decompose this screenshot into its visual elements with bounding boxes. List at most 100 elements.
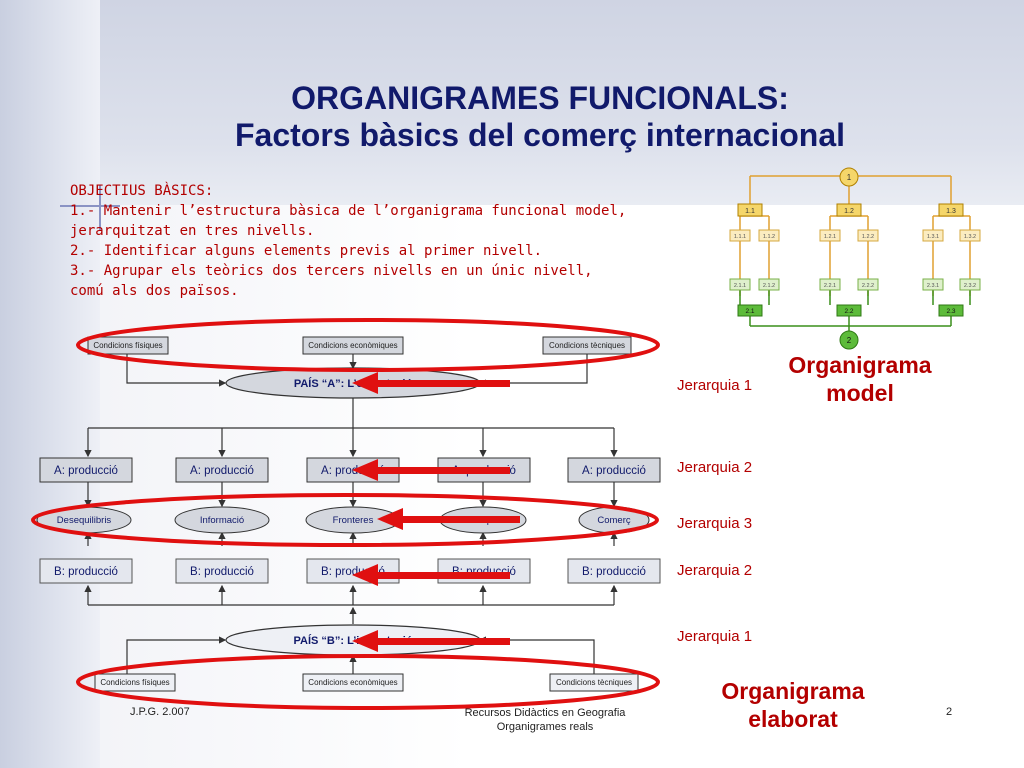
model-node-1-1 bbox=[737, 203, 763, 217]
hierarchy-label-2: Jerarquia 2 bbox=[677, 459, 753, 476]
objective-item-2: 2.- Identificar alguns elements previs a… bbox=[70, 243, 543, 259]
middle-oval-trade-label: Comerç bbox=[597, 515, 631, 526]
middle-oval-borders-label: Fronteres bbox=[333, 515, 374, 526]
a-production-label-1: A: producció bbox=[54, 465, 118, 477]
b-production-box-5 bbox=[567, 558, 661, 584]
hierarchy-label-4: Jerarquia 2 bbox=[677, 562, 753, 579]
highlight-ellipse-middle-ovals bbox=[31, 493, 659, 547]
a-production-box-5 bbox=[567, 457, 661, 483]
elaborated-chart-label-line-1: Organigrama bbox=[721, 678, 865, 704]
objectives-block: OBJECTIUS BÀSICS: 1.- Mantenir l’estruct… bbox=[70, 181, 630, 301]
footer-author: J.P.G. 2.007 bbox=[130, 706, 190, 718]
a-production-box-2 bbox=[175, 457, 269, 483]
model-organigram: 1 1.1 1.2 1.3 1.1.1 1.1.2 1.2.1 1.2.2 1.… bbox=[729, 167, 981, 350]
footer-center: Recursos Didàctics en Geografia Organigr… bbox=[440, 706, 650, 734]
red-arrow-1 bbox=[352, 372, 510, 394]
condition-box-top-technical bbox=[542, 336, 632, 355]
model-node-2-2-2 bbox=[857, 278, 879, 291]
model-node-2-2-1 bbox=[819, 278, 841, 291]
elaborated-chart-label: Organigrama elaborat bbox=[703, 677, 883, 733]
model-node-1-3-2 bbox=[959, 229, 981, 242]
footer-page-number: 2 bbox=[946, 706, 953, 718]
middle-oval-imbalances-label: Desequilibris bbox=[57, 515, 112, 526]
model-node-top-label: 1 bbox=[847, 173, 852, 182]
condition-box-bottom-technical bbox=[549, 673, 639, 692]
model-node-1-3-1 bbox=[922, 229, 944, 242]
model-node-2-2-2-label: 2.2.2 bbox=[862, 283, 874, 289]
condition-box-top-physical bbox=[87, 336, 169, 355]
model-node-top bbox=[839, 167, 859, 187]
condition-bottom-economic-label: Condicions econòmiques bbox=[308, 678, 397, 687]
middle-oval-information bbox=[174, 506, 270, 534]
red-arrows bbox=[352, 372, 520, 652]
model-chart-label: Organigrama model bbox=[770, 351, 950, 407]
decorative-cross-horizontal bbox=[60, 205, 120, 207]
b-production-label-2: B: producció bbox=[190, 566, 254, 578]
a-production-box-1 bbox=[39, 457, 133, 483]
middle-oval-information-label: Informació bbox=[200, 515, 244, 526]
slide-title: ORGANIGRAMES FUNCIONALS: Factors bàsics … bbox=[170, 80, 910, 154]
condition-top-technical-label: Condicions tècniques bbox=[549, 341, 625, 350]
b-production-box-2 bbox=[175, 558, 269, 584]
red-arrow-5 bbox=[352, 630, 510, 652]
footer-center-line-2: Organigrames reals bbox=[496, 721, 594, 733]
model-node-2-1-1-label: 2.1.1 bbox=[734, 283, 746, 289]
model-node-2-1 bbox=[737, 304, 763, 317]
hierarchy-label-1: Jerarquia 1 bbox=[677, 377, 753, 394]
a-production-label-2: A: producció bbox=[190, 465, 254, 477]
model-node-2-2 bbox=[836, 304, 862, 317]
objective-item-1: 1.- Mantenir l’estructura bàsica de l’or… bbox=[70, 203, 627, 239]
model-node-2-2-1-label: 2.2.1 bbox=[824, 283, 836, 289]
model-node-1-1-2-label: 1.1.2 bbox=[763, 234, 775, 240]
model-node-1-3 bbox=[938, 203, 964, 217]
footer-center-line-1: Recursos Didàctics en Geografia bbox=[464, 707, 626, 719]
model-node-2-1-2 bbox=[758, 278, 780, 291]
model-node-1-3-1-label: 1.3.1 bbox=[927, 234, 939, 240]
model-node-bottom bbox=[839, 330, 859, 350]
model-chart-label-line-2: model bbox=[826, 380, 894, 406]
objectives-heading: OBJECTIUS BÀSICS: bbox=[70, 183, 214, 199]
model-node-2-2-label: 2.2 bbox=[844, 308, 853, 315]
model-node-1-1-label: 1.1 bbox=[745, 208, 755, 215]
b-production-box-1 bbox=[39, 558, 133, 584]
elaborated-chart-label-line-2: elaborat bbox=[748, 706, 838, 732]
model-node-2-3-2-label: 2.3.2 bbox=[964, 283, 976, 289]
condition-box-top-economic bbox=[302, 336, 404, 355]
model-node-1-3-label: 1.3 bbox=[946, 208, 956, 215]
model-node-1-1-1-label: 1.1.1 bbox=[734, 234, 746, 240]
model-chart-label-line-1: Organigrama bbox=[788, 352, 932, 378]
red-arrow-4 bbox=[352, 564, 510, 586]
decorative-cross-vertical bbox=[99, 185, 101, 230]
model-node-2-3-2 bbox=[959, 278, 981, 291]
model-node-bottom-label: 2 bbox=[847, 336, 852, 345]
b-production-label-5: B: producció bbox=[582, 566, 646, 578]
hierarchy-label-5: Jerarquia 1 bbox=[677, 628, 753, 645]
hierarchy-label-3: Jerarquia 3 bbox=[677, 515, 753, 532]
b-production-label-1: B: producció bbox=[54, 566, 118, 578]
model-node-2-3 bbox=[938, 304, 964, 317]
model-node-1-2-1-label: 1.2.1 bbox=[824, 234, 836, 240]
highlight-ellipse-bottom-conditions bbox=[76, 654, 660, 710]
title-line-1: ORGANIGRAMES FUNCIONALS: bbox=[291, 80, 789, 116]
model-node-1-2-1 bbox=[819, 229, 841, 242]
condition-top-physical-label: Condicions físiques bbox=[93, 341, 162, 350]
elaborated-organigram: Condicions físiques Condicions econòmiqu… bbox=[31, 318, 661, 710]
highlight-ellipse-top-conditions bbox=[76, 318, 660, 372]
model-node-1-2-label: 1.2 bbox=[844, 208, 854, 215]
condition-bottom-physical-label: Condicions físiques bbox=[100, 678, 169, 687]
condition-box-bottom-economic bbox=[302, 673, 404, 692]
model-node-2-1-label: 2.1 bbox=[745, 308, 754, 315]
red-arrow-2 bbox=[352, 459, 510, 481]
model-node-1-1-1 bbox=[729, 229, 751, 242]
model-node-2-3-label: 2.3 bbox=[946, 308, 955, 315]
model-node-1-1-2 bbox=[758, 229, 780, 242]
condition-top-economic-label: Condicions econòmiques bbox=[308, 341, 397, 350]
objective-item-3: 3.- Agrupar els teòrics dos tercers nive… bbox=[70, 263, 593, 299]
condition-bottom-technical-label: Condicions tècniques bbox=[556, 678, 632, 687]
model-node-2-1-1 bbox=[729, 278, 751, 291]
model-node-1-2-2-label: 1.2.2 bbox=[862, 234, 874, 240]
model-node-1-2 bbox=[836, 203, 862, 217]
model-node-2-3-1-label: 2.3.1 bbox=[927, 283, 939, 289]
a-production-label-5: A: producció bbox=[582, 465, 646, 477]
